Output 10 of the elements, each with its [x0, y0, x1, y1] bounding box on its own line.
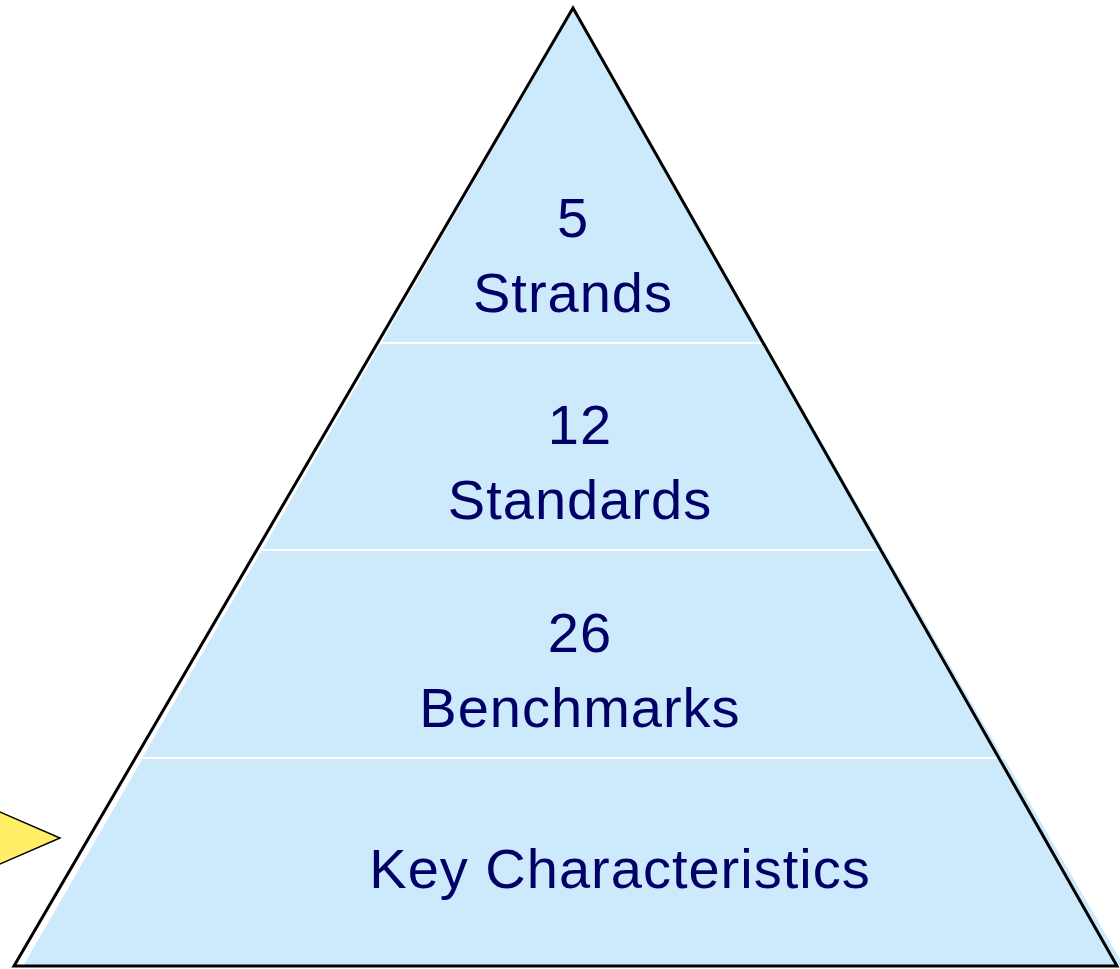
- tier-count: 12: [547, 392, 613, 458]
- pyramid-tier: [141, 550, 1005, 758]
- tier-count: 5: [556, 185, 590, 251]
- tier-label: Key Characteristics: [369, 835, 871, 902]
- pyramid-tier: [260, 343, 885, 550]
- tier-label: Standards: [447, 467, 713, 533]
- tier-count: 26: [547, 600, 613, 666]
- pyramid-tier: [21, 758, 1120, 966]
- tier-label: Benchmarks: [419, 675, 741, 741]
- tier-label: Strands: [473, 260, 673, 326]
